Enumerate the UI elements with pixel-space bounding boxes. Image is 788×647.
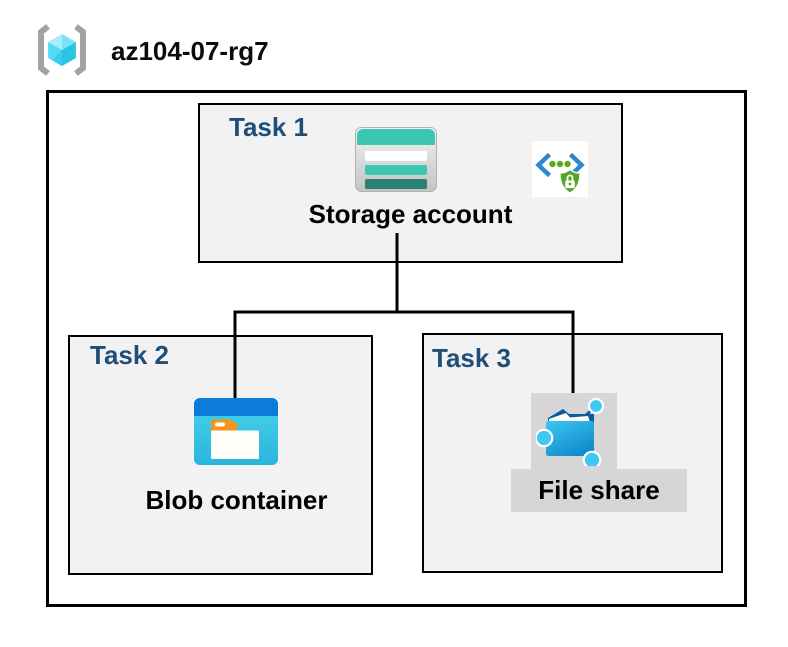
secure-access-sas-icon — [532, 141, 589, 197]
task3-label: Task 3 — [432, 343, 512, 373]
blob-container-label: Blob container — [145, 485, 328, 515]
storage-account-label: Storage account — [308, 199, 513, 229]
resource-group-icon — [38, 24, 86, 76]
task3-box: Task 3 File share — [422, 333, 723, 573]
file-share-icon-highlight — [531, 393, 617, 469]
task2-box: Task 2 Blob container — [68, 335, 373, 575]
file-share-label: File share — [538, 475, 660, 505]
task2-label: Task 2 — [90, 340, 170, 370]
resource-group-header: az104-07-rg7 — [0, 0, 788, 90]
storage-account-icon — [355, 127, 437, 192]
folder-body — [211, 430, 259, 459]
resource-group-name: az104-07-rg7 — [111, 36, 269, 66]
task1-box: Task 1 Storage account — [198, 103, 623, 263]
blob-container-icon — [194, 398, 278, 465]
task1-label: Task 1 — [229, 112, 309, 142]
file-share-icon — [536, 397, 605, 466]
file-share-label-highlight: File share — [511, 469, 687, 512]
